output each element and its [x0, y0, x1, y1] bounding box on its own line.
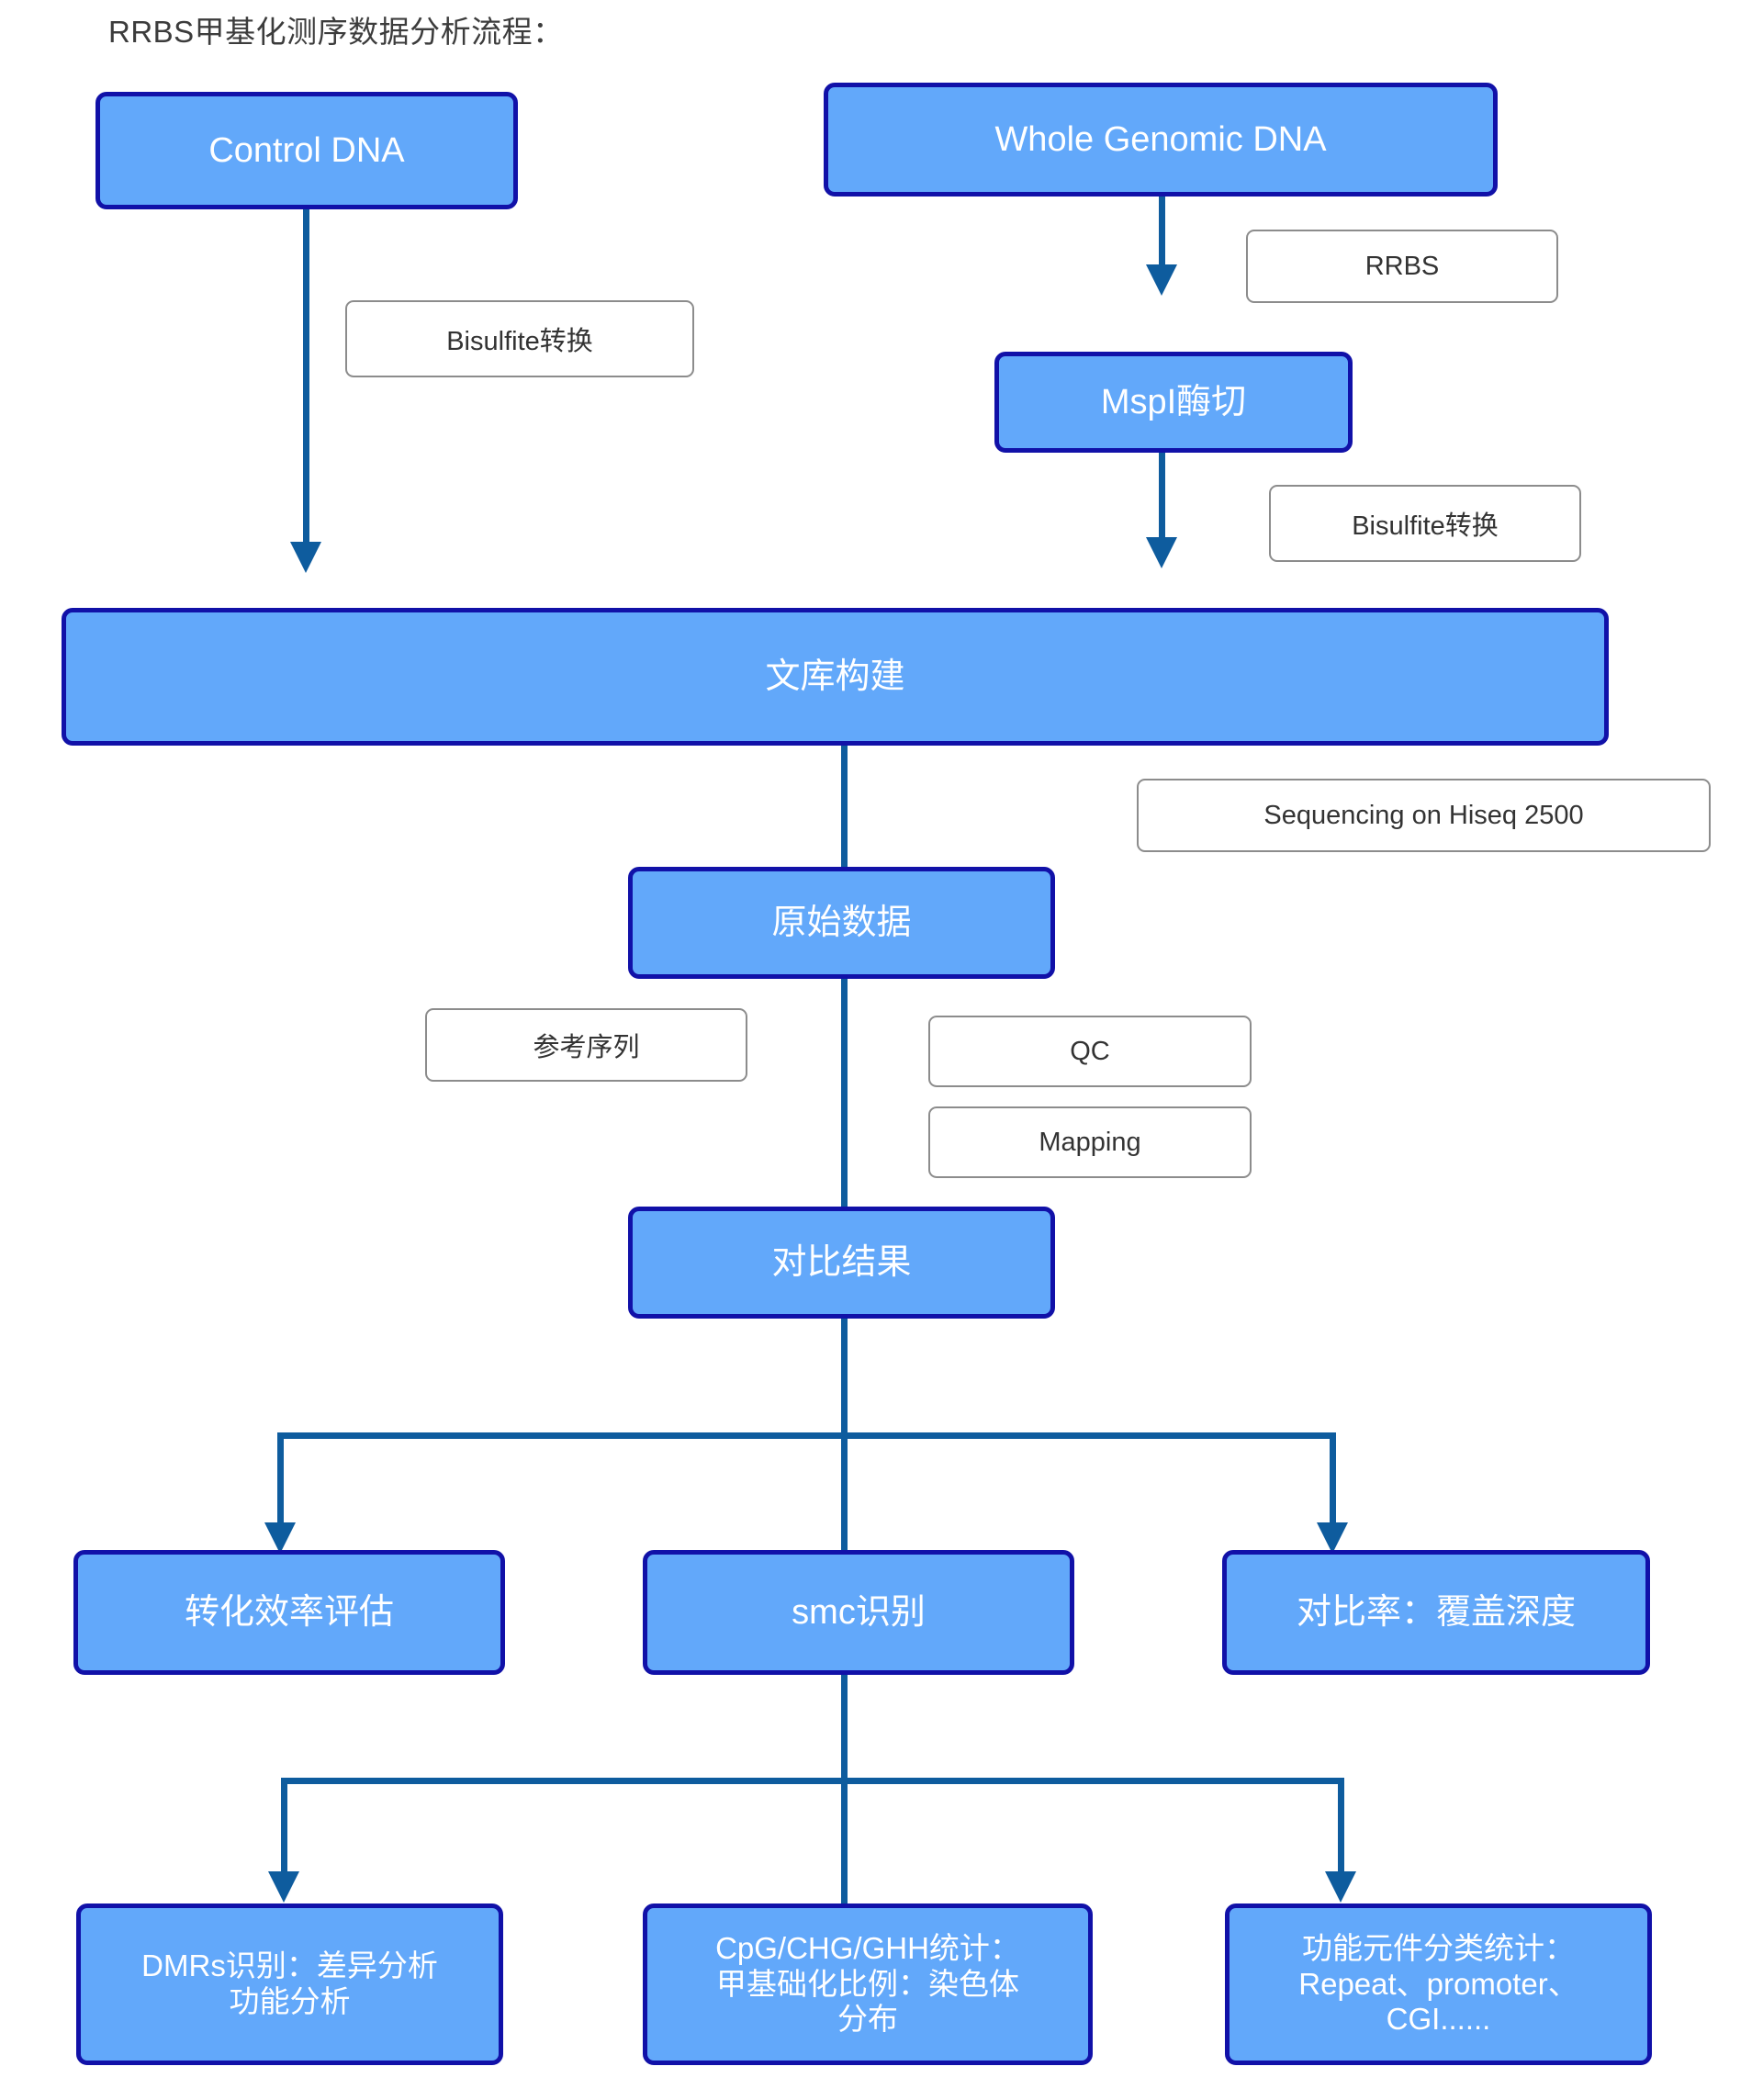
node-functional-elements-label-line3: CGI......	[1386, 2002, 1491, 2037]
connector-branch1-center	[841, 1432, 848, 1552]
tag-bisulfite-right-label: Bisulfite转换	[1352, 511, 1499, 541]
node-mapping-rate-depth-label: 对比率：覆盖深度	[1296, 1592, 1576, 1632]
node-conversion-efficiency[interactable]: 转化效率评估	[73, 1550, 505, 1675]
tag-reference-sequence[interactable]: 参考序列	[425, 1008, 747, 1082]
tag-qc-label: QC	[1070, 1036, 1110, 1066]
tag-sequencing[interactable]: Sequencing on Hiseq 2500	[1137, 779, 1711, 852]
arrowhead-control-to-library	[290, 542, 321, 573]
node-whole-genomic-dna[interactable]: Whole Genomic DNA	[824, 83, 1498, 197]
tag-mapping-label: Mapping	[1039, 1127, 1141, 1157]
node-smc-identification-label: smc识别	[792, 1592, 926, 1632]
node-functional-elements-label-line2: Repeat、promoter、	[1298, 1966, 1578, 2001]
node-mspi-digest[interactable]: MspI酶切	[994, 352, 1353, 453]
connector-wgdna-to-mspi	[1159, 197, 1165, 272]
node-mapping-rate-depth[interactable]: 对比率：覆盖深度	[1222, 1550, 1650, 1675]
node-dmrs-label-line2: 功能分析	[229, 1984, 351, 2018]
node-whole-genomic-dna-label: Whole Genomic DNA	[994, 119, 1327, 159]
tag-rrbs[interactable]: RRBS	[1246, 230, 1558, 303]
node-alignment-result[interactable]: 对比结果	[628, 1207, 1055, 1319]
arrowhead-wgdna-to-mspi	[1146, 264, 1177, 296]
tag-bisulfite-right[interactable]: Bisulfite转换	[1269, 485, 1581, 562]
page-title: RRBS甲基化测序数据分析流程：	[108, 15, 564, 49]
node-dmrs-label-line1: DMRs识别：差异分析	[141, 1948, 438, 1983]
connector-branch2-left	[281, 1778, 287, 1879]
arrowhead-branch1-left	[264, 1522, 296, 1554]
node-control-dna[interactable]: Control DNA	[95, 92, 518, 209]
node-cpg-stats[interactable]: CpG/CHG/GHH统计： 甲基础化比例：染色体 分布	[643, 1903, 1093, 2065]
connector-branch-bus-2	[281, 1778, 1344, 1784]
arrowhead-branch2-right	[1325, 1871, 1356, 1903]
node-raw-data[interactable]: 原始数据	[628, 867, 1055, 979]
node-cpg-stats-label-line2: 甲基础化比例：染色体	[716, 1966, 1019, 2001]
connector-branch1-right	[1330, 1432, 1336, 1529]
node-dmrs[interactable]: DMRs识别：差异分析 功能分析	[76, 1903, 503, 2065]
node-conversion-efficiency-label: 转化效率评估	[184, 1592, 394, 1632]
tag-reference-sequence-label: 参考序列	[533, 1033, 640, 1062]
node-raw-data-label: 原始数据	[771, 903, 912, 942]
node-functional-elements[interactable]: 功能元件分类统计： Repeat、promoter、 CGI......	[1225, 1903, 1652, 2065]
connector-control-to-library	[303, 209, 309, 549]
node-mspi-digest-label: MspI酶切	[1100, 382, 1247, 421]
node-cpg-stats-label-line3: 分布	[837, 2002, 898, 2037]
connector-smc-stem	[841, 1675, 848, 1783]
node-cpg-stats-label-line1: CpG/CHG/GHH统计：	[715, 1930, 1020, 1965]
tag-qc[interactable]: QC	[928, 1016, 1252, 1087]
node-smc-identification[interactable]: smc识别	[643, 1550, 1074, 1675]
node-control-dna-label: Control DNA	[208, 130, 405, 170]
connector-mspi-to-library	[1159, 453, 1165, 545]
connector-branch2-right	[1338, 1778, 1344, 1879]
node-library-construction[interactable]: 文库构建	[62, 608, 1609, 746]
arrowhead-mspi-to-library	[1146, 537, 1177, 568]
tag-bisulfite-left[interactable]: Bisulfite转换	[345, 300, 694, 377]
node-functional-elements-label-line1: 功能元件分类统计：	[1302, 1930, 1575, 1965]
node-library-construction-label: 文库构建	[765, 657, 905, 696]
tag-bisulfite-left-label: Bisulfite转换	[446, 327, 593, 356]
node-alignment-result-label: 对比结果	[771, 1242, 912, 1282]
connector-rawdata-to-alignment	[841, 979, 848, 1216]
arrowhead-branch2-left	[268, 1871, 299, 1903]
connector-alignment-stem	[841, 1319, 848, 1438]
tag-sequencing-label: Sequencing on Hiseq 2500	[1263, 800, 1584, 830]
tag-mapping[interactable]: Mapping	[928, 1106, 1252, 1178]
connector-branch2-center	[841, 1778, 848, 1908]
tag-rrbs-label: RRBS	[1364, 251, 1440, 281]
connector-library-to-rawdata	[841, 746, 848, 872]
connector-branch-bus-1	[277, 1432, 1336, 1439]
arrowhead-branch1-right	[1317, 1522, 1348, 1554]
connector-branch1-left	[277, 1432, 284, 1529]
